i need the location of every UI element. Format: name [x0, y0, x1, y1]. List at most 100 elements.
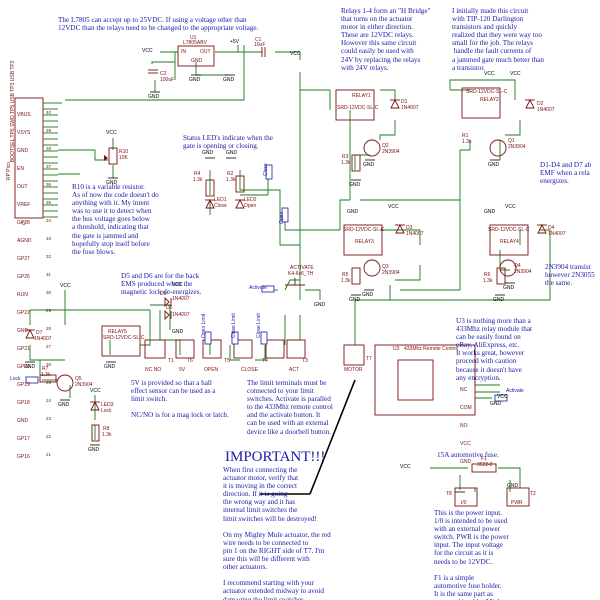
note-fuse: 15A automotive fuse. [437, 451, 499, 459]
r7-ref: R7 [42, 366, 49, 372]
note-limit: The limit terminals must be connected to… [247, 379, 333, 436]
gnd-r5: GND [349, 297, 361, 303]
pico-num: 36 [46, 182, 52, 187]
c2-ref: C2 [160, 71, 167, 77]
vcc-d5: VCC [172, 282, 183, 288]
u3-pins: NC COM NO VCC GND [460, 375, 472, 471]
pico-num: 38 [46, 146, 52, 151]
d6-part: 1N4007 [172, 312, 190, 318]
gnd-u3: GND [490, 401, 502, 407]
relay1-ref: RELAY1 [352, 93, 371, 99]
gnd-relay5: GND [104, 364, 116, 370]
u3-pin: COM [460, 405, 472, 411]
vcc-u3: VCC [497, 394, 508, 400]
t6-label: 5V [179, 367, 186, 373]
gnd-q2: GND [363, 162, 375, 168]
vcc-power: VCC [400, 464, 411, 470]
net-close-limit: Close Limit [231, 313, 237, 338]
u1-gnd: GND [191, 58, 203, 64]
q4-ref: Q4 [514, 263, 521, 269]
q5-part: 2N3904 [75, 382, 93, 388]
r8-ref: R8 [103, 426, 110, 432]
pico-num: 22 [46, 434, 52, 439]
pico-side-label: SWD TP5 [9, 104, 16, 127]
c1-val: 10uF [254, 42, 266, 48]
d2-part: 1N4007 [537, 107, 555, 113]
r10-ref: R10 [119, 149, 129, 155]
r8-val: 1.3k [102, 432, 112, 438]
pico-num: 37 [46, 164, 52, 169]
pico-pin-numbers: 40 39 38 37 36 35 34 33 32 31 30 29 28 2… [46, 98, 51, 464]
t8-ref: T8 [446, 491, 452, 497]
d1-part: 1N4007 [401, 105, 419, 111]
pico-num: 25 [46, 380, 52, 385]
net-activate: Activate [249, 285, 267, 291]
r1-ref: R1 [462, 133, 469, 139]
led2-text: Open [244, 203, 257, 209]
r5-val: 1.3k [341, 278, 351, 284]
pico-num: 35 [46, 200, 52, 205]
gnd-u1: GND [189, 77, 201, 83]
f1-ref: F1 [481, 456, 487, 462]
relay2-part: SRD-12VDC-SL-C [466, 89, 508, 95]
t2-ref: T2 [530, 491, 536, 497]
f1-part: 3522-2 [477, 462, 493, 468]
gnd-t6: GND [172, 329, 184, 335]
r6-val: 1.3k [483, 278, 493, 284]
gnd-r10: GND [106, 180, 118, 186]
pico-pin: EN [17, 166, 24, 172]
pico-pin-labels: VBUS VSYS GND EN OUT VREF GP28 AGND GP27… [17, 100, 31, 466]
net-open: Open [279, 211, 285, 224]
gnd-led2: GND [226, 150, 238, 156]
net-open-limit: Open Limit [201, 313, 207, 338]
note-2n3904: 2N3904 transist however 2N3055 the same. [545, 263, 595, 288]
t7-ref: T7 [366, 356, 372, 362]
pico-pin: GP19 [17, 382, 30, 388]
activate-part: K4-6x6_TH [288, 271, 314, 277]
led1-ref: LED1 [214, 197, 227, 203]
gnd-r3: GND [349, 182, 361, 188]
pico-num: 32 [46, 254, 52, 259]
vcc-led3: VCC [90, 388, 101, 394]
q5-ref: Q5 [75, 376, 82, 382]
pico-pin: VREF [17, 202, 31, 208]
t1-ref: T1 [168, 358, 174, 364]
d5-part: 1N4007 [172, 296, 190, 302]
r2-val: 1.3k [226, 177, 236, 183]
note-tip120: I initially made this circuit with TIP-1… [452, 7, 545, 72]
t7-label: MOTOR [344, 367, 363, 373]
pico-pin: AGND [17, 238, 32, 244]
gnd-r8: GND [88, 447, 100, 453]
gnd-led1: GND [202, 150, 214, 156]
pico-pin: GP16 [17, 454, 30, 460]
pico-pin: GP27 [17, 256, 30, 262]
d7-ref: D7 [36, 330, 43, 336]
pico-pin: GP22 [17, 310, 30, 316]
relay4-ref: RELAY4 [500, 239, 519, 245]
t4-label: CLOSE [241, 367, 258, 373]
d4-ref: D4 [548, 225, 555, 231]
led3-ref: LED3 [101, 402, 114, 408]
relay3-ref: RELAY3 [355, 239, 374, 245]
gnd-q1: GND [488, 162, 500, 168]
pico-num: 31 [46, 272, 52, 277]
pico-num: 34 [46, 218, 52, 223]
pico-pin: GP18 [17, 400, 30, 406]
u3-ref: U3 [393, 346, 400, 352]
vcc-relay1: VCC [290, 51, 301, 57]
t2-label: PWR [511, 500, 523, 506]
pico-num: 28 [46, 326, 52, 331]
pico-num: 23 [46, 416, 52, 421]
pico-pin: VBUS [17, 112, 31, 118]
net-lock: Lock [10, 376, 21, 382]
d7-part: 1N4007 [34, 336, 52, 342]
gnd-relay3: GND [347, 209, 359, 215]
activate-ref: ACTIVATE [290, 265, 314, 271]
r10-val: 10K [119, 155, 128, 161]
important-title: IMPORTANT!!! [225, 449, 326, 465]
pico-side-label: USB TP3 [9, 82, 16, 104]
pico-num: 29 [46, 308, 52, 313]
d4-part: 1N4007 [548, 231, 566, 237]
t8-label: I/0 [461, 500, 467, 506]
